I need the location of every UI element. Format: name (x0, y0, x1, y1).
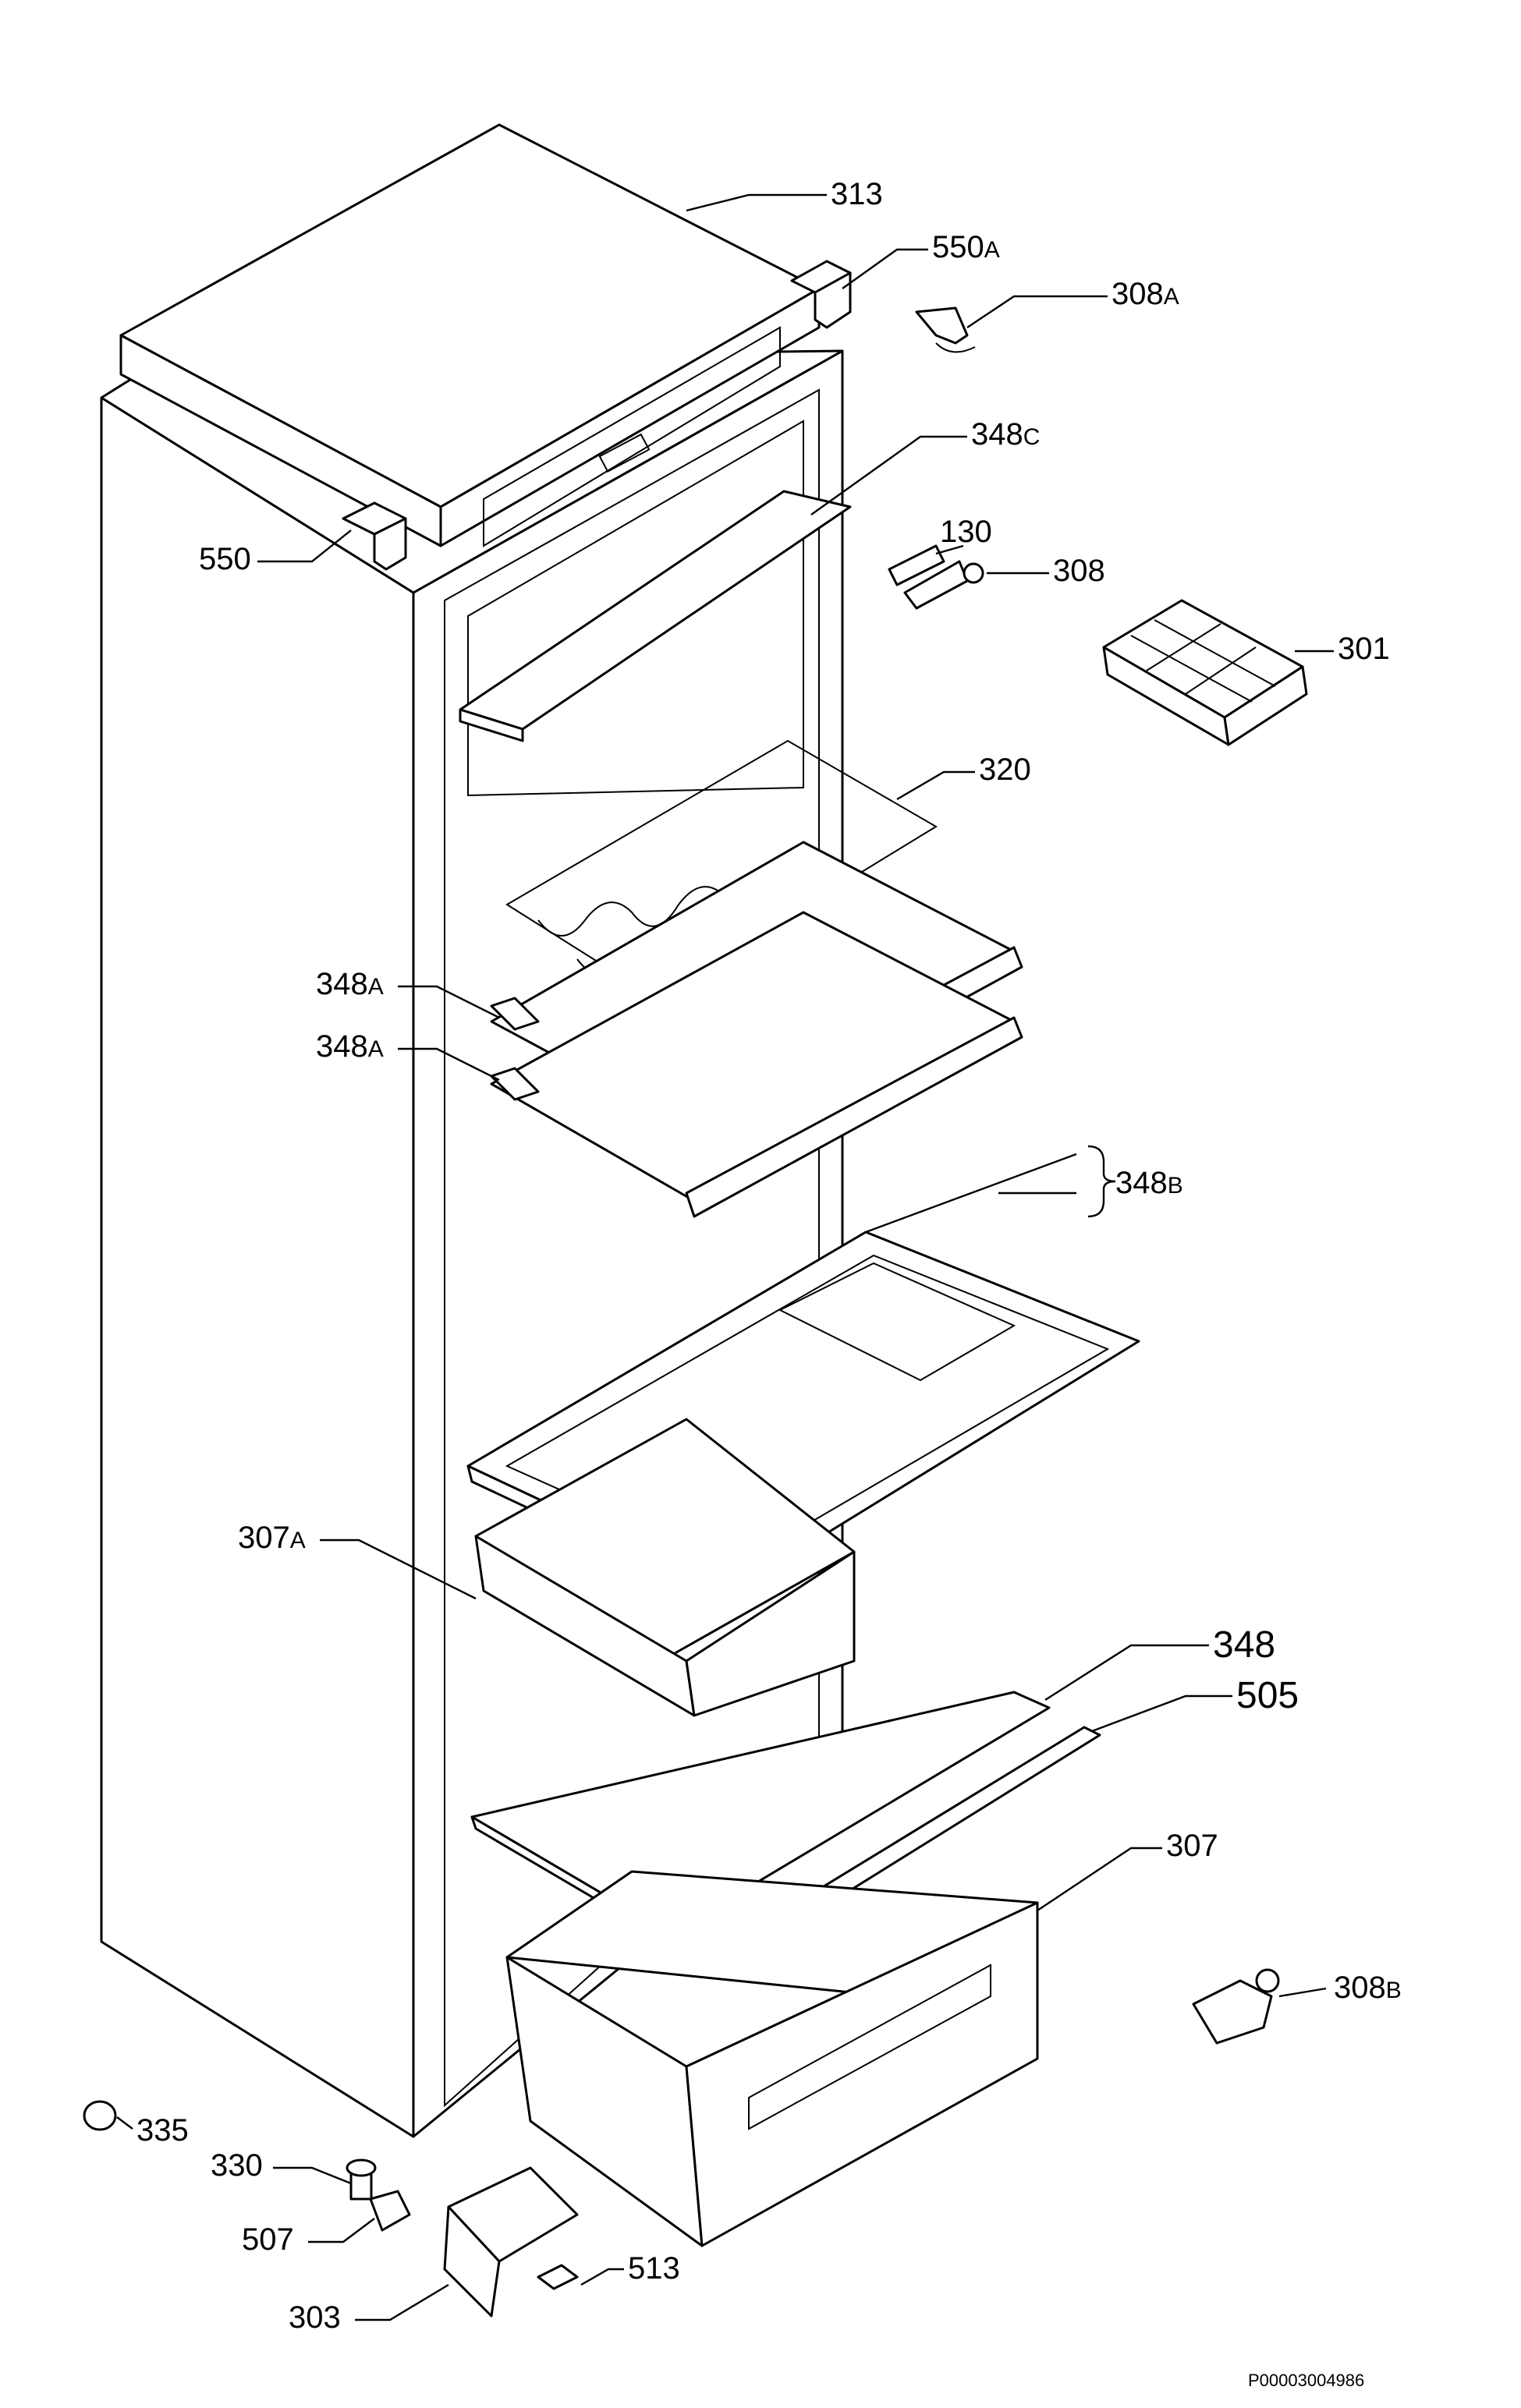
label-550: 550 (199, 542, 251, 576)
hinge-top (915, 306, 976, 353)
label-308: 308 (1053, 554, 1105, 588)
hinge-plate (888, 544, 969, 610)
plinth-grille (443, 2166, 579, 2318)
label-348a-upper: 348A (316, 967, 384, 1001)
label-313: 313 (831, 177, 883, 211)
label-348b: 348B (1115, 1166, 1183, 1200)
label-348a-lower: 348A (316, 1029, 384, 1064)
crisper-drawer (505, 1870, 1039, 2247)
label-513: 513 (628, 2251, 680, 2286)
label-320: 320 (979, 752, 1031, 787)
hinge-cover-right (790, 260, 852, 329)
leader-lines (116, 193, 1334, 2321)
label-348: 348 (1213, 1624, 1275, 1666)
label-335: 335 (136, 2113, 189, 2148)
shelf-a-lower (490, 911, 1023, 1218)
adjustable-foot (346, 2158, 377, 2201)
label-308b: 308B (1334, 1971, 1402, 2005)
label-308a: 308A (1112, 277, 1179, 311)
label-348c: 348C (971, 417, 1040, 452)
label-307a: 307A (238, 1521, 306, 1555)
document-id: P00003004986 (1248, 2371, 1364, 2390)
hinge-middle (963, 562, 984, 584)
clip-bracket (369, 2190, 411, 2232)
label-507: 507 (242, 2222, 294, 2257)
label-550a: 550A (932, 230, 1000, 264)
shelf-top (459, 490, 852, 742)
clip (537, 2264, 579, 2290)
hinge-cover-left (342, 501, 407, 571)
label-303: 303 (289, 2300, 341, 2335)
top-cover (119, 123, 821, 547)
ice-cube-tray (1102, 599, 1308, 746)
label-301: 301 (1338, 632, 1390, 666)
foot-cap (83, 2100, 117, 2131)
hinge-bottom (1192, 1968, 1280, 2045)
label-505: 505 (1236, 1675, 1299, 1716)
label-130: 130 (940, 515, 992, 549)
chiller-drawer (474, 1418, 856, 1717)
label-330: 330 (211, 2148, 263, 2183)
label-307: 307 (1166, 1829, 1218, 1863)
